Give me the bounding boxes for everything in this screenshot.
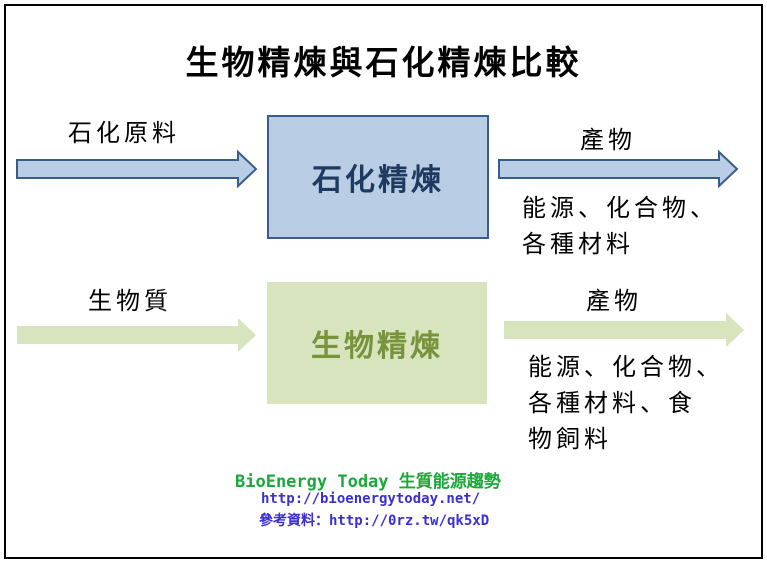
footer-brand: BioEnergy Today 生質能源趨勢 bbox=[235, 467, 501, 492]
brand-name: BioEnergy Today bbox=[235, 472, 389, 492]
bottom-output-line: 物飼料 bbox=[528, 425, 612, 453]
bottom-output-label: 產物 bbox=[586, 287, 642, 315]
footer-reference[interactable]: 參考資料：http://0rz.tw/qk5xD bbox=[259, 513, 490, 529]
bottom-output-line: 各種材料、食 bbox=[528, 389, 696, 417]
bio-refining-box: 生物精煉 bbox=[267, 282, 487, 404]
top-output-line: 各種材料 bbox=[522, 230, 634, 258]
bottom-output-arrow bbox=[504, 313, 744, 347]
bottom-input-label: 生物質 bbox=[88, 287, 172, 315]
frame bbox=[4, 4, 763, 559]
top-input-label: 石化原料 bbox=[68, 119, 180, 147]
top-input-arrow bbox=[16, 149, 258, 189]
top-output-arrow bbox=[498, 149, 739, 189]
petrochemical-refining-box: 石化精煉 bbox=[267, 115, 489, 239]
bottom-input-arrow bbox=[17, 318, 256, 352]
footer-url[interactable]: http://bioenergytoday.net/ bbox=[261, 491, 481, 507]
top-output-line: 能源、化合物、 bbox=[522, 194, 718, 222]
top-output-label: 產物 bbox=[580, 126, 636, 154]
bottom-output-line: 能源、化合物、 bbox=[528, 353, 724, 381]
brand-name-cn: 生質能源趨勢 bbox=[398, 472, 501, 492]
page-title: 生物精煉與石化精煉比較 bbox=[185, 43, 582, 82]
